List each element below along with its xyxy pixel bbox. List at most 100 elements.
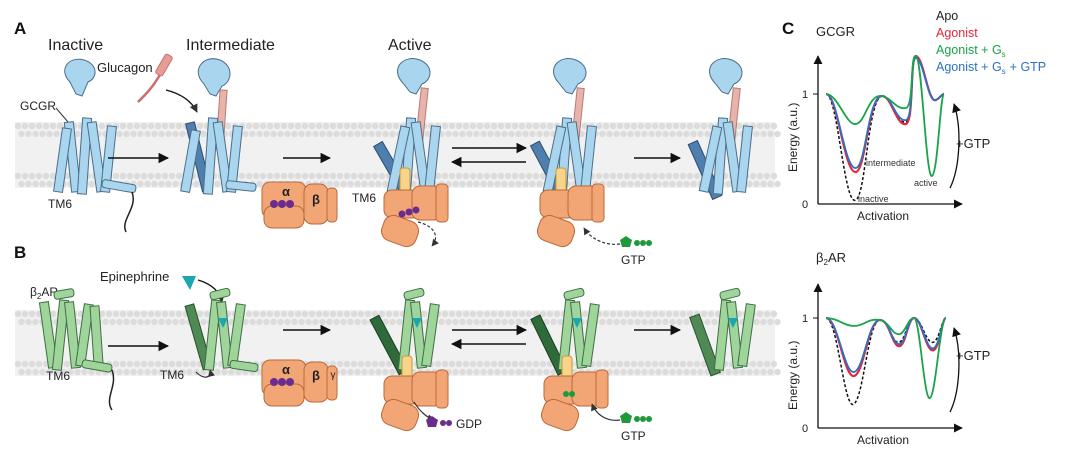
ggamma-label-b: γ bbox=[331, 370, 336, 381]
lipid-head bbox=[473, 318, 480, 326]
curve-agonist-gs-gtp-2 bbox=[825, 317, 947, 373]
lipid-head bbox=[200, 318, 207, 326]
lipid-head bbox=[144, 318, 151, 326]
legend-agonist-gs-gtp-sub: s bbox=[1002, 67, 1006, 76]
lipid-head bbox=[655, 318, 662, 326]
lipid-head bbox=[763, 122, 771, 130]
lipid-head bbox=[739, 368, 746, 376]
lipid-head bbox=[665, 172, 673, 180]
lipid-head bbox=[511, 172, 519, 180]
lipid-head bbox=[266, 310, 274, 318]
lipid-head bbox=[39, 180, 46, 188]
lipid-head bbox=[529, 130, 536, 138]
lipid-head bbox=[501, 130, 508, 138]
lipid-head bbox=[490, 360, 498, 368]
lipid-head bbox=[161, 360, 169, 368]
lipid-head bbox=[200, 130, 207, 138]
lipid-head bbox=[88, 368, 95, 376]
lipid-head bbox=[340, 318, 347, 326]
lipid-head bbox=[630, 310, 638, 318]
lipid-head bbox=[529, 368, 536, 376]
lipid-head bbox=[123, 318, 130, 326]
lipid-head bbox=[473, 130, 480, 138]
lipid-head bbox=[312, 130, 319, 138]
lipid-head bbox=[445, 130, 452, 138]
lipid-head bbox=[539, 310, 547, 318]
lipid-head bbox=[186, 368, 193, 376]
lipid-head bbox=[490, 122, 498, 130]
lipid-head bbox=[494, 180, 501, 188]
lipid-head bbox=[595, 172, 603, 180]
curve-agonist-2 bbox=[825, 316, 948, 378]
lipid-head bbox=[770, 310, 778, 318]
lipid-head bbox=[480, 318, 487, 326]
lipid-head bbox=[228, 368, 235, 376]
lipid-head bbox=[347, 180, 354, 188]
lipid-head bbox=[518, 122, 526, 130]
lipid-head bbox=[172, 180, 179, 188]
lipid-head bbox=[140, 172, 148, 180]
lipid-head bbox=[347, 318, 354, 326]
lipid-head bbox=[774, 180, 781, 188]
lipid-head bbox=[581, 310, 589, 318]
lipid-head bbox=[676, 318, 683, 326]
lipid-head bbox=[263, 318, 270, 326]
lipid-head bbox=[245, 122, 253, 130]
lipid-head bbox=[42, 122, 50, 130]
ytick-1-label-0: 0 bbox=[802, 199, 808, 211]
lipid-head bbox=[620, 368, 627, 376]
lipid-head bbox=[14, 310, 22, 318]
lipid-head bbox=[686, 172, 694, 180]
lipid-head bbox=[476, 310, 484, 318]
lipid-head bbox=[637, 310, 645, 318]
legend-agonist-gs-gtp: Agonist + Gs+ GTP bbox=[936, 60, 1046, 76]
membrane-row-a bbox=[14, 122, 781, 188]
lipid-head bbox=[154, 172, 162, 180]
lipid-head bbox=[655, 180, 662, 188]
lipid-head bbox=[130, 130, 137, 138]
lipid-head bbox=[256, 130, 263, 138]
lipid-head bbox=[249, 130, 256, 138]
glucagon-label: Glucagon bbox=[97, 60, 153, 75]
lipid-head bbox=[326, 130, 333, 138]
lipid-head bbox=[193, 180, 200, 188]
lipid-head bbox=[641, 130, 648, 138]
lipid-head bbox=[256, 318, 263, 326]
gprotein-bound-a-2 bbox=[536, 167, 605, 248]
gprotein-bound-b-1 bbox=[380, 355, 449, 432]
lipid-head bbox=[25, 368, 32, 376]
lipid-head bbox=[354, 318, 361, 326]
lipid-head bbox=[49, 172, 57, 180]
lipid-head bbox=[371, 360, 379, 368]
lipid-head bbox=[497, 360, 505, 368]
lipid-head bbox=[637, 172, 645, 180]
gprotein-bound-a-1 bbox=[380, 167, 449, 248]
lipid-head bbox=[151, 318, 158, 326]
lipid-head bbox=[21, 172, 29, 180]
lipid-head bbox=[676, 368, 683, 376]
lipid-head bbox=[669, 318, 676, 326]
lipid-head bbox=[389, 368, 396, 376]
lipid-head bbox=[669, 180, 676, 188]
gprotein-bound-b-2 bbox=[540, 355, 609, 432]
lipid-head bbox=[599, 130, 606, 138]
lipid-head bbox=[378, 360, 386, 368]
lipid-head bbox=[382, 318, 389, 326]
lipid-head bbox=[189, 360, 197, 368]
plot-title-b2ar-sub: 2 bbox=[823, 258, 828, 267]
lipid-head bbox=[483, 360, 491, 368]
lipid-head bbox=[613, 368, 620, 376]
lipid-head bbox=[46, 130, 53, 138]
lipid-head bbox=[158, 180, 165, 188]
lipid-head bbox=[483, 122, 491, 130]
lipid-head bbox=[368, 180, 375, 188]
lipid-head bbox=[133, 122, 141, 130]
gtp-shift-arrow-1 bbox=[949, 103, 961, 189]
lipid-head bbox=[259, 310, 267, 318]
lipid-head bbox=[504, 122, 512, 130]
lipid-head bbox=[235, 368, 242, 376]
lipid-head bbox=[595, 122, 603, 130]
lipid-head bbox=[504, 360, 512, 368]
lipid-head bbox=[760, 368, 767, 376]
lipid-head bbox=[25, 318, 32, 326]
